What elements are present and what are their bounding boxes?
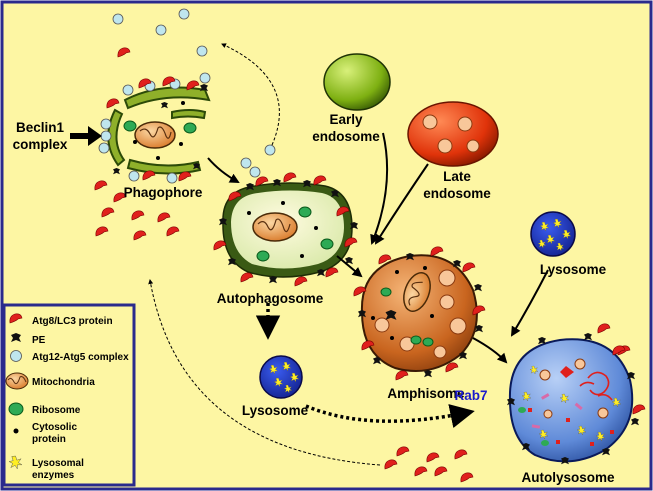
early-endosome <box>323 53 391 111</box>
arrow-amphisome-to-autolysosome <box>472 337 508 364</box>
legend-text-pe: PE <box>32 335 46 346</box>
legend-text-lysosomal-1: Lysosomal <box>32 458 84 469</box>
arrow-lysosome-to-autolysosome <box>510 269 549 337</box>
legend: Atg8/LC3 protein PE Atg12-Atg5 complex M… <box>2 303 136 487</box>
legend-text-atg12: Atg12-Atg5 complex <box>32 352 129 363</box>
legend-text-lc3: Atg8/LC3 protein <box>32 316 113 327</box>
autolysosome-mito-fragments <box>579 371 613 401</box>
recycling-arrows <box>148 43 381 466</box>
arrow-recycle-lc3 <box>148 279 381 466</box>
cytosolic-protein-icon <box>13 428 19 434</box>
arrow-early-endosome-to-amphisome <box>370 132 389 245</box>
lysosome-left-label: Lysosome <box>242 403 309 418</box>
late-endosome-label-2: endosome <box>423 186 491 201</box>
autophagosome-label: Autophagosome <box>217 291 324 306</box>
autophagosome-mitochondrion <box>252 212 298 242</box>
beclin-label-2: complex <box>13 137 68 152</box>
arrows <box>207 132 549 364</box>
lysosome-left <box>259 355 303 399</box>
arrow-recycle-atg12 <box>221 43 280 146</box>
legend-text-cytosolic-2: protein <box>32 434 66 445</box>
phagophore-label: Phagophore <box>124 185 203 200</box>
mitochondria-icon <box>5 372 29 390</box>
early-endosome-label-1: Early <box>329 112 363 127</box>
late-endosome-label-1: Late <box>443 169 471 184</box>
arrow-phagophore-to-autophagosome <box>207 157 240 183</box>
ribosome-icon <box>8 402 24 416</box>
arrow-autophagosome-to-amphisome <box>336 255 363 278</box>
phagophore <box>98 76 211 184</box>
phagophore-mitochondrion <box>134 121 176 149</box>
dotted-arrows <box>255 303 475 429</box>
amphisome-mitochondrion <box>403 272 431 312</box>
arrow-late-endosome-to-amphisome <box>374 163 429 245</box>
legend-box <box>2 303 136 487</box>
amphisome <box>353 246 486 381</box>
arrow-lysosome-to-rab7 <box>305 404 475 429</box>
lysosome-right-label: Lysosome <box>540 262 607 277</box>
legend-text-cytosolic-1: Cytosolic <box>32 422 77 433</box>
late-endosome <box>407 101 499 167</box>
free-atg12-circles <box>112 8 276 178</box>
amphisome-label: Amphisome <box>387 386 465 401</box>
legend-text-ribosome: Ribosome <box>32 405 81 416</box>
legend-text-mito: Mitochondria <box>32 377 95 388</box>
atg12-atg5-icon <box>10 350 22 362</box>
autolysosome <box>507 333 639 465</box>
beclin-arrow <box>70 126 102 146</box>
early-endosome-label-2: endosome <box>312 129 380 144</box>
autolysosome-label: Autolysosome <box>521 470 615 485</box>
lysosome-right <box>530 211 576 257</box>
autophagosome <box>213 172 358 287</box>
rab7-label: Rab7 <box>454 388 487 403</box>
beclin-label-1: Beclin1 <box>16 120 65 135</box>
legend-text-lysosomal-2: enzymes <box>32 470 75 481</box>
